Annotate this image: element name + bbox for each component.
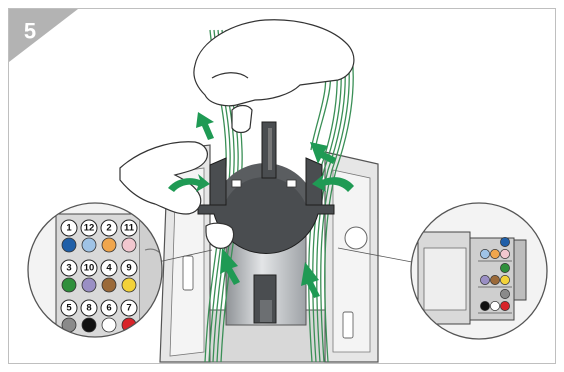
wire-color-dot <box>62 278 76 292</box>
right-detail-inset <box>411 203 547 339</box>
connector-wire-dot <box>480 301 489 310</box>
pin-number-label: 1 <box>66 223 72 234</box>
pin-number-label: 9 <box>126 263 131 274</box>
pin-number-label: 4 <box>106 263 112 274</box>
pin-number-label: 6 <box>106 303 111 314</box>
connector-wire-dot <box>500 237 509 246</box>
connector-wire-dot <box>500 289 509 298</box>
connector-wire-dot <box>500 263 509 272</box>
wire-color-dot <box>102 318 116 332</box>
connector-wire-dot <box>500 301 509 310</box>
wire-color-dot <box>122 238 136 252</box>
pin-number-label: 5 <box>66 303 72 314</box>
pin-number-label: 10 <box>84 263 95 274</box>
wire-color-dot <box>82 278 96 292</box>
connector-wire-dot <box>500 249 509 258</box>
connector-wire-dot <box>480 249 489 258</box>
wire-color-dot <box>102 238 116 252</box>
pin-number-label: 7 <box>126 303 131 314</box>
step-number: 5 <box>24 19 36 44</box>
wire-color-dot <box>82 238 96 252</box>
connector-wire-dot <box>480 275 489 284</box>
connector-wire-dot <box>490 275 499 284</box>
pin-number-label: 12 <box>84 223 95 234</box>
wire-color-dot <box>122 278 136 292</box>
pin-number-label: 3 <box>66 263 71 274</box>
connector-wire-dot <box>490 249 499 258</box>
wire-color-dot <box>62 238 76 252</box>
connector-wire-dot <box>500 275 509 284</box>
pin-number-label: 11 <box>124 223 135 234</box>
wire-color-dot <box>82 318 96 332</box>
connector-wire-dot <box>490 301 499 310</box>
pin-number-label: 8 <box>86 303 91 314</box>
wire-color-dot <box>102 278 116 292</box>
pin-number-label: 2 <box>106 223 111 234</box>
